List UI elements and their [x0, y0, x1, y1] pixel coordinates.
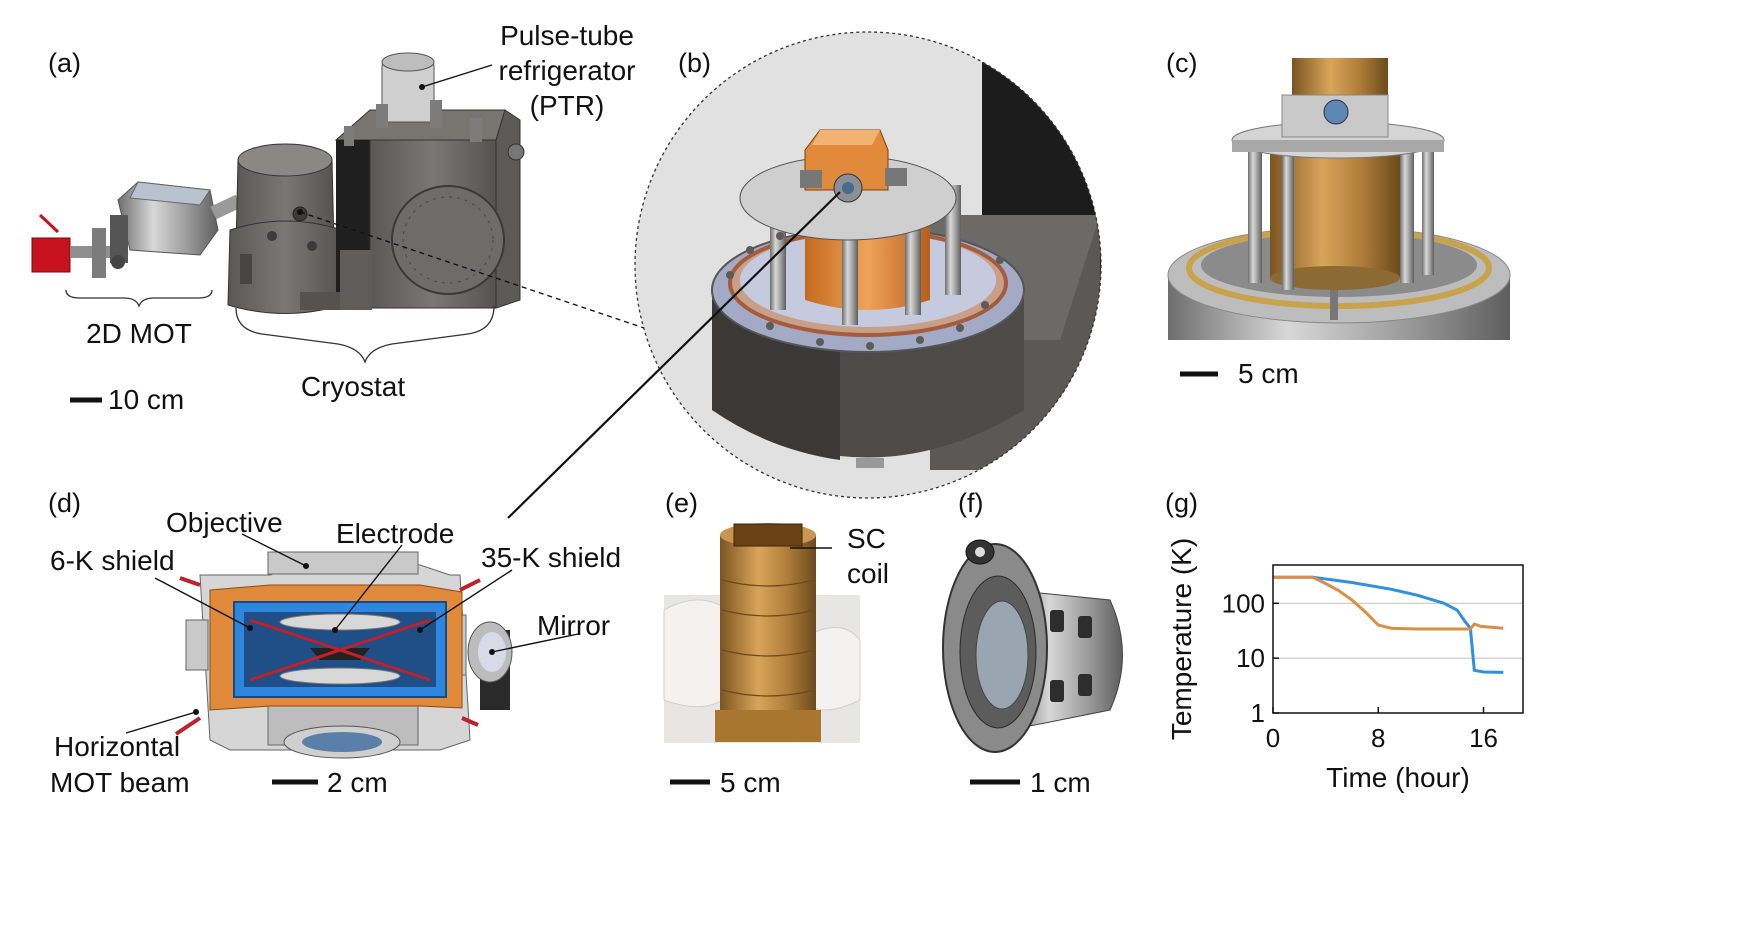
shield6-label: 6-K shield	[50, 545, 175, 576]
sc-coil-photo-illustration	[663, 523, 861, 743]
mot-apparatus-illustration	[31, 181, 242, 278]
panel-e: (e) SC coil 5 cm	[663, 488, 889, 798]
panel-e-tag: (e)	[665, 488, 698, 518]
ptr-pointer-line	[421, 64, 493, 88]
panel-c-tag: (c)	[1166, 48, 1197, 78]
mirror-label: Mirror	[537, 610, 610, 641]
x-tick-label-16: 16	[1469, 723, 1498, 753]
panel-d-tag: (d)	[48, 488, 81, 518]
panel-a-tag: (a)	[48, 48, 81, 78]
series-line-0	[1273, 575, 1504, 674]
chart-x-ticks: 0 8 16	[1266, 707, 1498, 753]
panel-c: (c) 5 cm	[1166, 48, 1511, 389]
ptr-box-illustration	[300, 52, 525, 310]
magnified-view-border	[634, 31, 1102, 499]
panel-a: (a)	[31, 20, 651, 415]
scale-label-f: 1 cm	[1030, 767, 1091, 798]
magnify-link-dot	[297, 209, 303, 215]
panel-d-pointer-dots	[193, 563, 495, 715]
electrode-label: Electrode	[336, 518, 454, 549]
shield35-label: 35-K shield	[481, 542, 621, 573]
scale-label-a: 10 cm	[108, 384, 184, 415]
scale-label-d: 2 cm	[327, 767, 388, 798]
panel-f: (f) 1 cm	[942, 488, 1123, 798]
panel-d: (d)	[48, 488, 621, 798]
ptr-pointer-dot	[419, 84, 425, 90]
chart-x-label: Time (hour)	[1326, 762, 1470, 793]
temperature-chart: 0 8 16 1 10 100 Time (hour) Temperature (K)	[1166, 538, 1524, 793]
panel-d-pointers	[125, 533, 579, 734]
chart-grid	[1273, 602, 1523, 659]
beam-label-line2: MOT beam	[50, 767, 190, 798]
cryostat-brace	[235, 305, 495, 364]
ptr-label-line1: Pulse-tube	[500, 20, 634, 51]
ptr-label-line2: refrigerator	[499, 55, 636, 86]
cryostat-photo-illustration	[1167, 58, 1511, 340]
coil-label-line2: coil	[847, 558, 889, 589]
scale-label-e: 5 cm	[720, 767, 781, 798]
x-tick-label-0: 0	[1266, 723, 1280, 753]
mot-label: 2D MOT	[86, 318, 192, 349]
chart-y-ticks: 1 10 100	[1222, 588, 1279, 728]
y-tick-label-1: 1	[1251, 698, 1265, 728]
y-tick-label-100: 100	[1222, 588, 1265, 618]
chart-series	[1273, 575, 1504, 674]
objective-label: Objective	[166, 507, 283, 538]
panel-g: (g) 0 8 16 1 10 100 Time (hour) Temperature …	[1165, 488, 1524, 793]
panel-f-tag: (f)	[958, 488, 983, 518]
x-tick-label-8: 8	[1371, 723, 1385, 753]
mot-brace	[65, 289, 213, 308]
chart-frame	[1272, 564, 1524, 714]
panel-b-tag: (b)	[678, 48, 711, 78]
series-line-1	[1273, 575, 1504, 631]
zoom-link-line	[507, 191, 841, 519]
panel-g-tag: (g)	[1165, 488, 1198, 518]
magnify-link-line	[299, 211, 651, 331]
coil-label-line1: SC	[847, 523, 886, 554]
magnified-cryostat-illustration	[711, 40, 1101, 470]
cryostat-label: Cryostat	[301, 371, 405, 402]
beam-label-line1: Horizontal	[54, 731, 180, 762]
y-tick-label-10: 10	[1236, 643, 1265, 673]
ptr-label-line3: (PTR)	[530, 90, 605, 121]
chart-y-label: Temperature (K)	[1166, 538, 1197, 740]
scale-label-c: 5 cm	[1238, 358, 1299, 389]
chamber-cross-section-illustration	[174, 551, 513, 759]
cryostat-cylinder-illustration	[227, 143, 343, 314]
panel-b: (b)	[507, 31, 1102, 519]
objective-lens-photo-illustration	[942, 539, 1123, 753]
